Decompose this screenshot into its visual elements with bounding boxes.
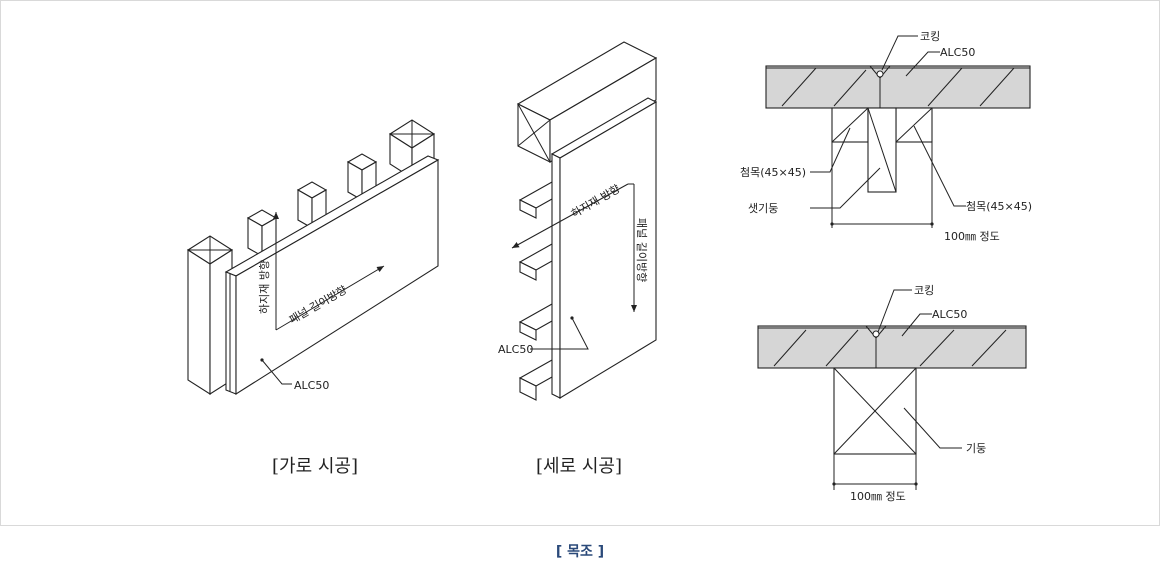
caulking-bead-bottom xyxy=(872,330,880,338)
right-block-label: 첨목(45×45) xyxy=(966,200,1032,213)
support-direction-arrow-v xyxy=(511,183,629,249)
alc-panel-horizontal xyxy=(224,155,440,395)
construction-diagram: 하지재 방향 패널 길이방향 ALC50 [가로 시공] xyxy=(186,30,1032,503)
dimension-label-top: 100㎜ 정도 xyxy=(944,230,1000,243)
post-label: 기둥 xyxy=(966,442,986,455)
alc-label-middle: ALC50 xyxy=(498,343,533,356)
caulking-groove-bottom xyxy=(865,325,887,339)
top-beam xyxy=(516,41,658,163)
alc-label-left: ALC50 xyxy=(294,379,329,392)
studs xyxy=(246,153,378,257)
stud-joint-detail: 코킹 ALC50 첨목(45×45) 샛기둥 첨목(45×45) 100㎜ 정도 xyxy=(740,30,1032,243)
caption-vertical: [세로 시공] xyxy=(536,456,622,477)
caulking-bead xyxy=(876,70,884,78)
caulking-label-bottom: 코킹 xyxy=(914,284,934,297)
caulking-label-top: 코킹 xyxy=(920,30,940,43)
alc-label-bottom: ALC50 xyxy=(932,308,967,321)
alc-leader xyxy=(261,359,292,385)
caption-horizontal: [가로 시공] xyxy=(272,456,358,477)
panel-direction-arrow xyxy=(275,265,385,331)
post-left xyxy=(186,235,234,396)
vertical-installation-drawing: 하지재 방향 패널 길이방향 ALC50 [세로 시공] xyxy=(498,41,658,477)
alc-label-top: ALC50 xyxy=(940,46,975,59)
caulking-groove xyxy=(869,65,891,79)
dimension-label-bottom: 100㎜ 정도 xyxy=(850,490,906,503)
stud-label: 샛기둥 xyxy=(748,202,778,215)
alc-leader-v xyxy=(530,317,589,350)
panel-direction-label-v: 패널 길이방향 xyxy=(635,218,648,282)
alc-panel-section-top xyxy=(765,65,1031,109)
left-block-label: 첨목(45×45) xyxy=(740,166,806,179)
alc-panel-vertical xyxy=(550,97,658,399)
figure-caption: [ 목조 ] xyxy=(555,544,605,560)
support-direction-label: 하지재 방향 xyxy=(257,260,271,314)
horizontal-installation-drawing: 하지재 방향 패널 길이방향 ALC50 [가로 시공] xyxy=(186,119,440,477)
post-joint-detail: 코킹 ALC50 기둥 100㎜ 정도 xyxy=(757,284,1027,503)
alc-panel-section-bottom xyxy=(757,325,1027,369)
